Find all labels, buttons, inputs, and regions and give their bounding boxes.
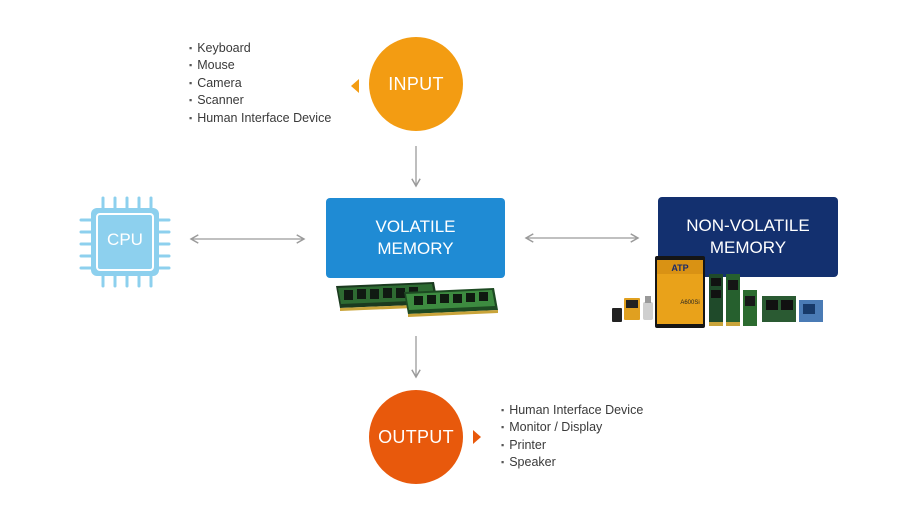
output-label: OUTPUT	[378, 426, 454, 447]
volatile-memory-box: VOLATILE MEMORY	[326, 198, 505, 278]
cpu-label: CPU	[107, 230, 143, 249]
list-item: Scanner	[189, 92, 331, 109]
nonvolatile-line2: MEMORY	[709, 238, 787, 257]
list-item: Monitor / Display	[501, 419, 643, 436]
nonvolatile-line1: NON-VOLATILE	[686, 216, 810, 235]
input-node: INPUT	[369, 37, 463, 131]
input-label: INPUT	[388, 73, 444, 94]
input-device-list: Keyboard Mouse Camera Scanner Human Inte…	[189, 40, 331, 127]
storage-devices-icon: ATP A600Si	[612, 256, 823, 328]
list-item: Mouse	[189, 57, 331, 74]
output-pointer-icon	[473, 430, 481, 444]
list-item: Keyboard	[189, 40, 331, 57]
list-item: Printer	[501, 437, 643, 454]
ssd-brand: ATP	[671, 263, 688, 273]
cpu-chip-icon	[79, 196, 171, 288]
list-item: Speaker	[501, 454, 643, 471]
output-node: OUTPUT	[369, 390, 463, 484]
volatile-line2: MEMORY	[377, 239, 454, 258]
volatile-line1: VOLATILE	[375, 217, 456, 236]
ssd-model: A600Si	[680, 300, 699, 306]
list-item: Human Interface Device	[189, 110, 331, 127]
input-pointer-icon	[351, 79, 359, 93]
list-item: Camera	[189, 75, 331, 92]
list-item: Human Interface Device	[501, 402, 643, 419]
ram-module-icon	[336, 282, 498, 317]
output-device-list: Human Interface Device Monitor / Display…	[501, 402, 643, 472]
